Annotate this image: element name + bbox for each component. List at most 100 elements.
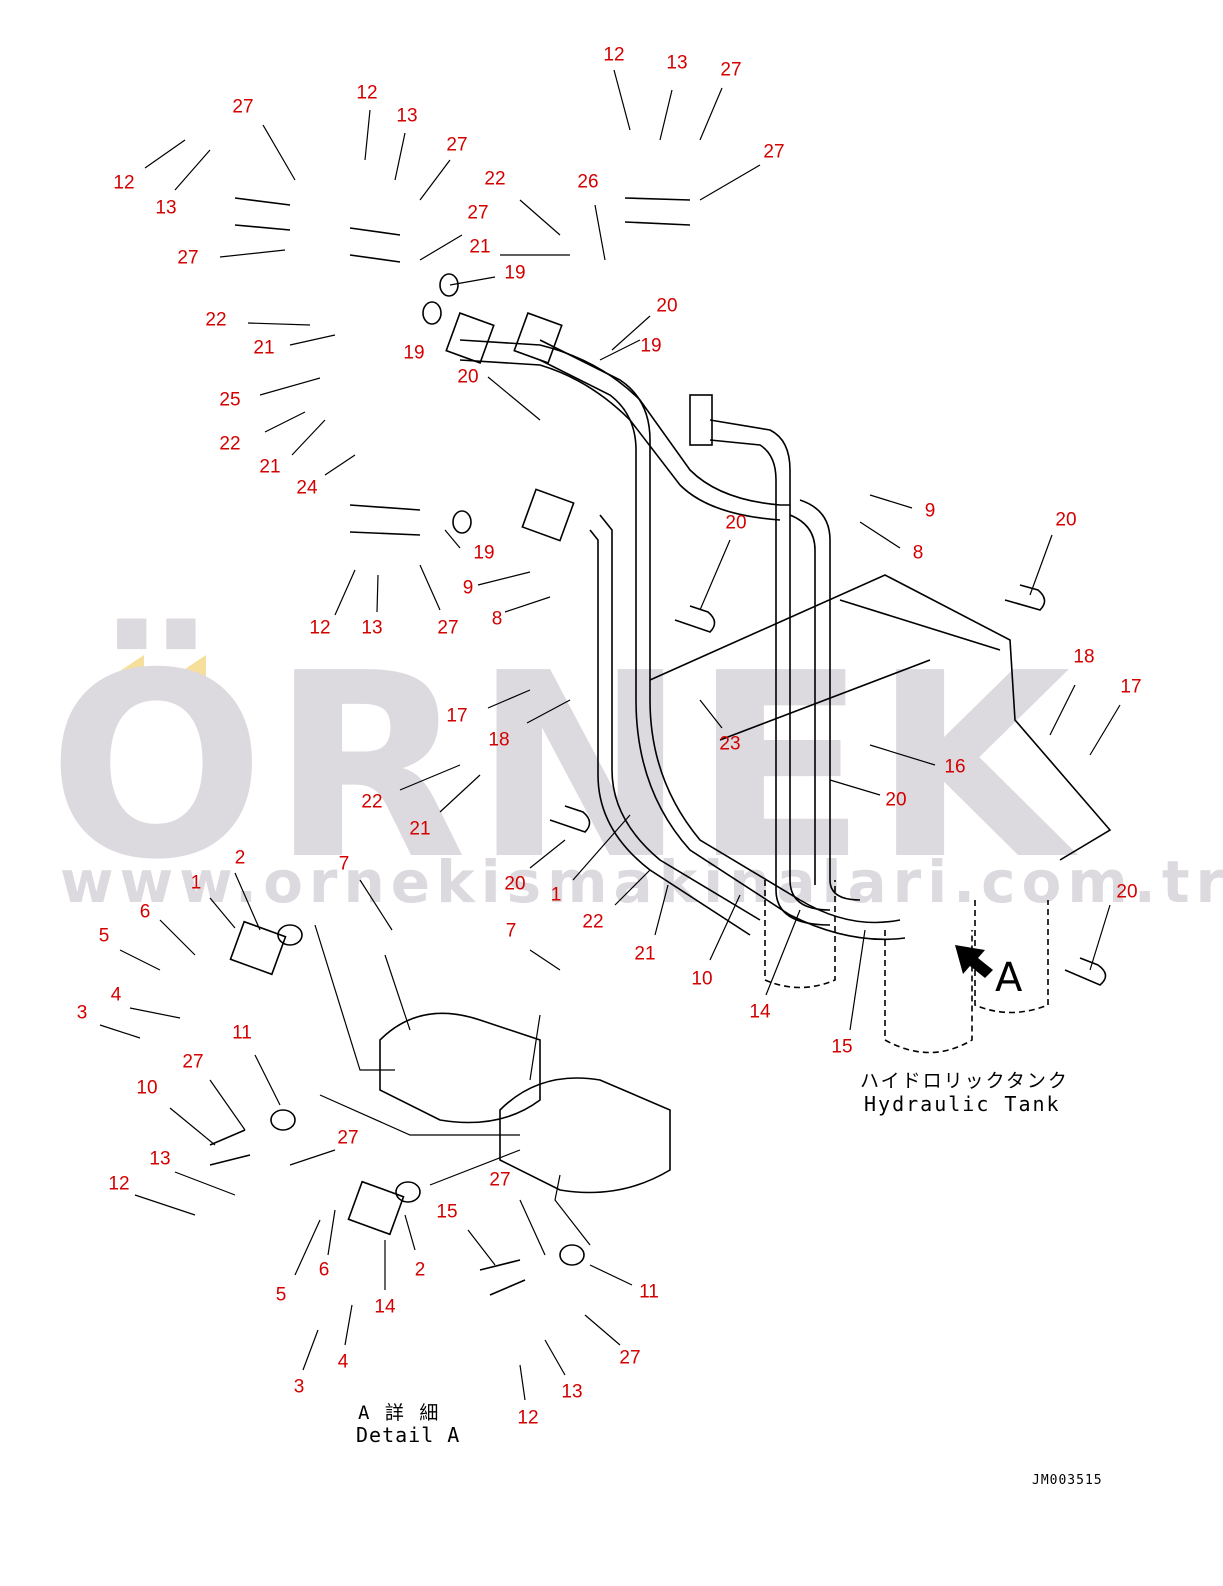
pipe-stub	[209, 197, 691, 1296]
callout-5: 5	[98, 925, 110, 947]
callout-19: 19	[403, 342, 425, 364]
callout-19: 19	[504, 262, 526, 284]
callout-27: 27	[489, 1169, 511, 1191]
callout-22: 22	[484, 168, 506, 190]
callout-13: 13	[361, 617, 383, 639]
callout-27: 27	[446, 134, 468, 156]
pipe-right	[709, 439, 831, 926]
callout-4: 4	[110, 984, 122, 1006]
callout-11: 11	[639, 1281, 659, 1303]
flange	[521, 488, 575, 542]
callout-2: 2	[414, 1259, 426, 1281]
callout-18: 18	[488, 729, 510, 751]
callout-21: 21	[409, 818, 431, 840]
detail-label-jp: A 詳 細	[358, 1402, 441, 1424]
callout-15: 15	[436, 1201, 458, 1223]
tank-top-plate	[649, 574, 1112, 861]
callout-11: 11	[232, 1022, 252, 1044]
callout-9: 9	[924, 500, 936, 522]
callout-27: 27	[467, 202, 489, 224]
callout-13: 13	[149, 1148, 171, 1170]
callout-6: 6	[139, 901, 151, 923]
flange	[229, 920, 287, 976]
o-ring	[452, 510, 472, 534]
callout-12: 12	[517, 1407, 539, 1429]
callout-22: 22	[361, 791, 383, 813]
flange	[513, 312, 563, 364]
tank-label-jp: ハイドロリックタンク	[860, 1070, 1069, 1092]
callout-27: 27	[437, 617, 459, 639]
leader-lines	[99, 69, 1121, 1401]
callout-13: 13	[396, 105, 418, 127]
pipe-suction	[539, 359, 906, 941]
callout-27: 27	[720, 59, 742, 81]
callout-12: 12	[108, 1173, 130, 1195]
u-bolt	[1004, 584, 1046, 611]
callout-14: 14	[374, 1296, 396, 1318]
callout-12: 12	[603, 44, 625, 66]
callout-12: 12	[309, 617, 331, 639]
filter-can	[974, 900, 1049, 1014]
flange	[689, 394, 713, 446]
callout-8: 8	[491, 608, 503, 630]
callout-20: 20	[1055, 509, 1077, 531]
callout-7: 7	[505, 920, 517, 942]
callout-19: 19	[473, 542, 495, 564]
callout-27: 27	[619, 1347, 641, 1369]
callout-2: 2	[234, 847, 246, 869]
flange	[445, 312, 495, 364]
u-bolt	[549, 805, 591, 833]
callout-14: 14	[749, 1001, 771, 1023]
pipe-suction	[539, 339, 901, 924]
callout-4: 4	[337, 1351, 349, 1373]
detail-label-en: Detail A	[356, 1423, 461, 1447]
callout-6: 6	[318, 1259, 330, 1281]
watermark-url: www.ornekismakinalari.com.tr	[60, 848, 1223, 916]
view-marker-a: A	[995, 955, 1023, 1001]
callout-5: 5	[275, 1284, 287, 1306]
callout-7: 7	[338, 853, 350, 875]
callout-12: 12	[356, 82, 378, 104]
callout-1: 1	[190, 872, 202, 894]
callout-22: 22	[219, 433, 241, 455]
pipe-return	[589, 529, 751, 936]
callout-13: 13	[155, 197, 177, 219]
callout-8: 8	[912, 542, 924, 564]
callout-27: 27	[182, 1051, 204, 1073]
callout-19: 19	[640, 335, 662, 357]
callout-10: 10	[691, 968, 713, 990]
callout-25: 25	[219, 389, 241, 411]
o-ring	[270, 1109, 296, 1131]
callout-3: 3	[293, 1376, 305, 1398]
u-bolt	[674, 605, 716, 633]
callout-20: 20	[656, 295, 678, 317]
o-ring	[277, 924, 303, 946]
callout-22: 22	[582, 911, 604, 933]
callout-13: 13	[666, 52, 688, 74]
callout-1: 1	[550, 884, 562, 906]
pipe-right	[709, 419, 831, 911]
callout-20: 20	[457, 366, 479, 388]
callout-12: 12	[113, 172, 135, 194]
callout-27: 27	[177, 247, 199, 269]
callout-17: 17	[446, 705, 468, 727]
drawing-code: JM003515	[1032, 1473, 1103, 1488]
callout-20: 20	[725, 512, 747, 534]
callout-20: 20	[1116, 881, 1138, 903]
view-arrow	[955, 945, 993, 978]
callout-22: 22	[205, 309, 227, 331]
pipe-right	[789, 514, 816, 885]
callout-20: 20	[885, 789, 907, 811]
pipe-right	[799, 499, 861, 901]
callout-27: 27	[337, 1127, 359, 1149]
tank-label-en: Hydraulic Tank	[864, 1092, 1061, 1116]
callout-18: 18	[1073, 646, 1095, 668]
u-bolt	[1064, 957, 1107, 986]
callout-26: 26	[577, 171, 599, 193]
callout-21: 21	[634, 943, 656, 965]
callout-21: 21	[253, 337, 275, 359]
watermark-logo: ÖRNEK	[48, 619, 1077, 916]
callout-23: 23	[719, 733, 741, 755]
